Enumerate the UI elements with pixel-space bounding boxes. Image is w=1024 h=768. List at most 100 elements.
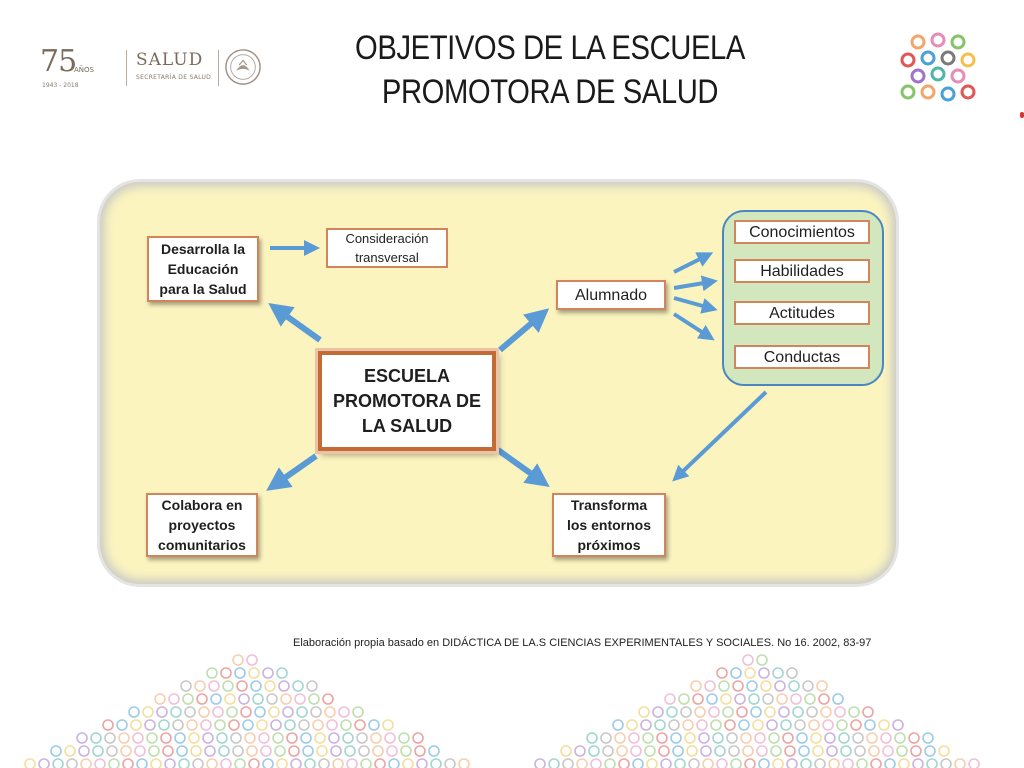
pattern-circle	[310, 706, 322, 718]
pattern-circle	[248, 758, 260, 768]
pattern-circle	[386, 745, 398, 757]
pattern-circle	[924, 745, 936, 757]
pattern-circle	[840, 745, 852, 757]
pattern-circle	[742, 745, 754, 757]
pattern-circle	[222, 680, 234, 692]
pattern-circle	[702, 758, 714, 768]
pattern-circle	[204, 745, 216, 757]
pattern-circle	[132, 732, 144, 744]
pattern-circle	[852, 732, 864, 744]
pattern-circle	[92, 745, 104, 757]
pattern-circle	[186, 719, 198, 731]
pattern-circle	[260, 745, 272, 757]
pattern-circle	[128, 706, 140, 718]
pattern-circle	[756, 654, 768, 666]
pattern-circle	[326, 719, 338, 731]
pattern-circle	[360, 758, 372, 768]
pattern-circle	[368, 719, 380, 731]
pattern-circle	[732, 680, 744, 692]
pattern-circle	[640, 719, 652, 731]
pattern-circle	[322, 693, 334, 705]
desarrolla-box: Desarrolla la Educación para la Salud	[147, 236, 259, 302]
pattern-circle	[926, 758, 938, 768]
logo-salud-text: SALUD	[136, 50, 204, 70]
pattern-circle	[300, 732, 312, 744]
pattern-circle	[136, 758, 148, 768]
pattern-circle	[698, 732, 710, 744]
pattern-circle	[672, 745, 684, 757]
pattern-circle	[244, 732, 256, 744]
pattern-circle	[756, 745, 768, 757]
pattern-circle	[968, 758, 980, 768]
pattern-circle	[534, 758, 546, 768]
pattern-circle	[382, 719, 394, 731]
pattern-circle	[808, 719, 820, 731]
pattern-circle	[206, 667, 218, 679]
pattern-circle	[262, 758, 274, 768]
pattern-circle	[372, 745, 384, 757]
pattern-circle	[922, 732, 934, 744]
pattern-circle	[940, 758, 952, 768]
pattern-circle	[194, 680, 206, 692]
pattern-circle	[752, 719, 764, 731]
pattern-circle	[794, 719, 806, 731]
pattern-circle	[678, 693, 690, 705]
pattern-circle	[884, 758, 896, 768]
colabora-line-1: Colabora en	[161, 497, 243, 513]
pattern-circle	[908, 732, 920, 744]
pattern-circle	[78, 745, 90, 757]
pattern-circle	[778, 706, 790, 718]
pattern-circle	[218, 745, 230, 757]
pattern-circle	[656, 732, 668, 744]
source-citation: Elaboración propia basado en DIDÁCTICA D…	[293, 637, 872, 649]
pattern-circle	[170, 706, 182, 718]
pattern-circle	[272, 732, 284, 744]
pattern-circle	[868, 745, 880, 757]
pattern-circle	[842, 758, 854, 768]
pattern-circle	[724, 719, 736, 731]
pattern-circle	[866, 732, 878, 744]
pattern-circle	[694, 706, 706, 718]
pattern-circle	[104, 732, 116, 744]
pattern-circle	[878, 719, 890, 731]
outcome-label: Actitudes	[769, 304, 835, 322]
pattern-circle	[234, 667, 246, 679]
pattern-circle	[670, 732, 682, 744]
pattern-circle	[142, 706, 154, 718]
pattern-circle	[64, 745, 76, 757]
pattern-circle	[212, 706, 224, 718]
pattern-circle	[722, 706, 734, 718]
pattern-circle	[80, 758, 92, 768]
pattern-circle	[130, 719, 142, 731]
outcome-conocimientos: Conocimientos	[734, 220, 870, 244]
pattern-circle	[144, 719, 156, 731]
pattern-circle	[880, 732, 892, 744]
pattern-circle	[600, 732, 612, 744]
pattern-circle	[298, 719, 310, 731]
pattern-circle	[674, 758, 686, 768]
pattern-circle	[352, 706, 364, 718]
logo-secretaria-text: SECRETARÍA DE SALUD	[136, 74, 212, 81]
pattern-circle	[686, 745, 698, 757]
pattern-circle	[234, 758, 246, 768]
pattern-circle	[248, 667, 260, 679]
decorative-circles-pattern	[24, 654, 980, 768]
salud-75-logo: 75 AÑOS 1943 - 2018 SALUD SECRETARÍA DE …	[40, 44, 261, 94]
pattern-circle	[116, 719, 128, 731]
pattern-circle	[862, 706, 874, 718]
pattern-circle	[282, 706, 294, 718]
pattern-circle	[692, 693, 704, 705]
pattern-circle	[772, 758, 784, 768]
pattern-circle	[308, 693, 320, 705]
pattern-circle	[816, 680, 828, 692]
pattern-circle	[954, 758, 966, 768]
pattern-circle	[682, 719, 694, 731]
pattern-circle	[192, 758, 204, 768]
pattern-circle	[718, 680, 730, 692]
pattern-circle	[292, 680, 304, 692]
alumnado-box: Alumnado	[556, 280, 666, 310]
consideracion-line-1: Consideración	[345, 231, 429, 246]
logo-years-text: 1943 - 2018	[42, 82, 79, 89]
transforma-line-2: los entornos	[566, 517, 651, 533]
pattern-circle	[268, 706, 280, 718]
